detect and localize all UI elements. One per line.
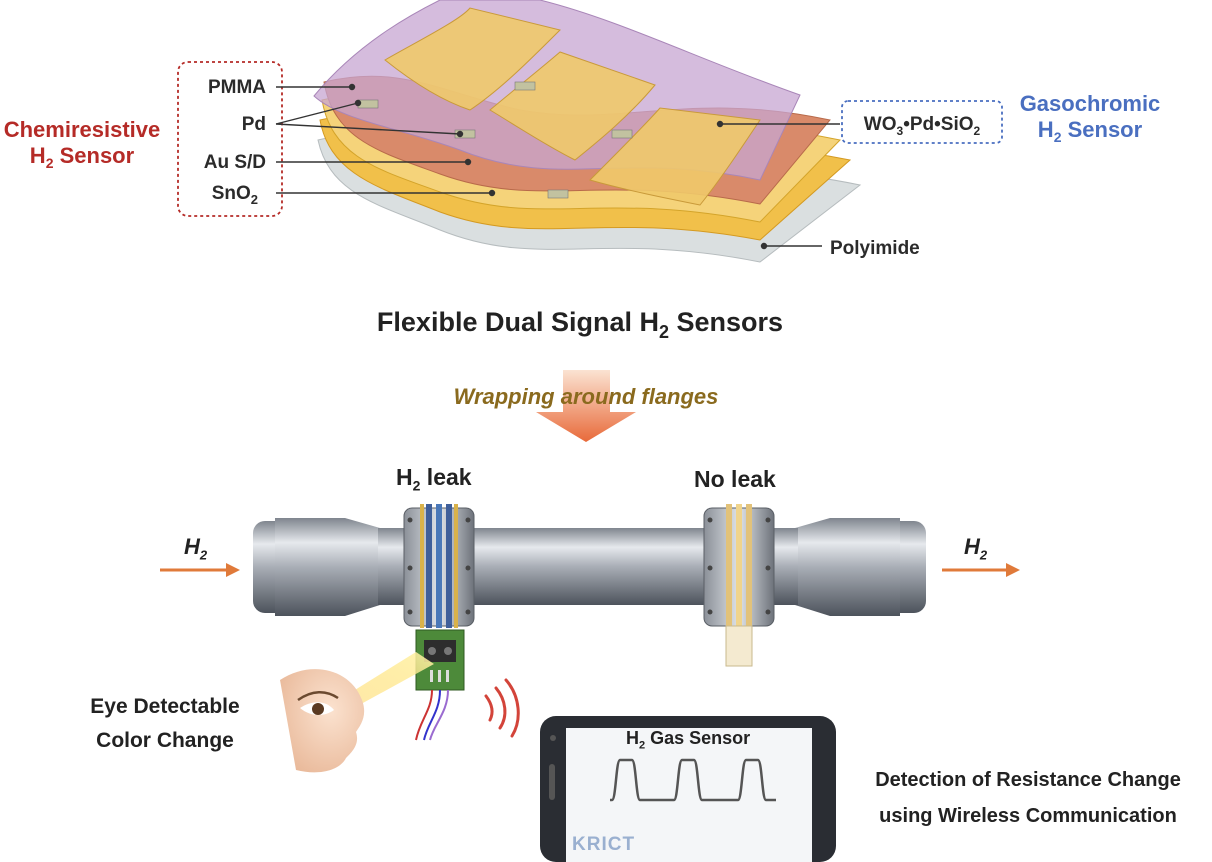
wireless-label-line1: Detection of Resistance Change [875,769,1181,791]
phone-title: H2 Gas Sensor [626,728,751,752]
chemiresistive-label-line2: H2 Sensor [30,143,135,171]
layer-stack [313,0,862,263]
inlet-h2-label: H2 [184,534,208,563]
eye-label-line1: Eye Detectable [90,695,240,718]
wireless-signal-icon [484,678,520,738]
face-illustration [280,669,365,773]
flange-no-leak [703,504,775,667]
wireless-label-line2: using Wireless Communication [879,805,1177,827]
flange-leak [403,504,475,628]
krict-logo: KRICT [572,834,636,855]
eye-detectable-label: Eye Detectable Color Change [60,690,270,758]
wo3-pad-2 [489,51,656,161]
chemiresistive-label-line1: Chemiresistive [4,117,161,142]
wo3-label: WO3•Pd•SiO2 [864,114,981,138]
figure-title: Flexible Dual Signal H2 Sensors [377,307,783,342]
sno2-label: SnO2 [212,183,258,207]
eye-label-line2: Color Change [96,729,234,752]
smartphone [540,716,836,862]
wireless-detection-label: Detection of Resistance Change using Wir… [848,762,1208,834]
au-label: Au S/D [204,152,266,173]
wrap-arrow [536,370,636,442]
gasochromic-label-line1: Gasochromic [1020,91,1161,116]
pipe [253,518,926,616]
polyimide-label: Polyimide [830,238,920,259]
wo3-pad-1 [384,7,561,111]
outlet-h2-label: H2 [964,534,988,563]
wo3-box [841,100,1003,144]
gasochromic-label-line2: H2 Sensor [1038,117,1143,145]
phone-signal-curve [610,758,776,802]
pd-label: Pd [242,114,266,135]
no-leak-label: No leak [694,466,776,492]
pmma-label: PMMA [208,77,266,98]
chemiresistive-bracket [177,61,283,217]
h2-leak-label: H2 leak [396,464,472,494]
leader-lines [275,83,840,250]
wrap-label: Wrapping around flanges [454,384,719,409]
sensor-board [415,629,465,741]
